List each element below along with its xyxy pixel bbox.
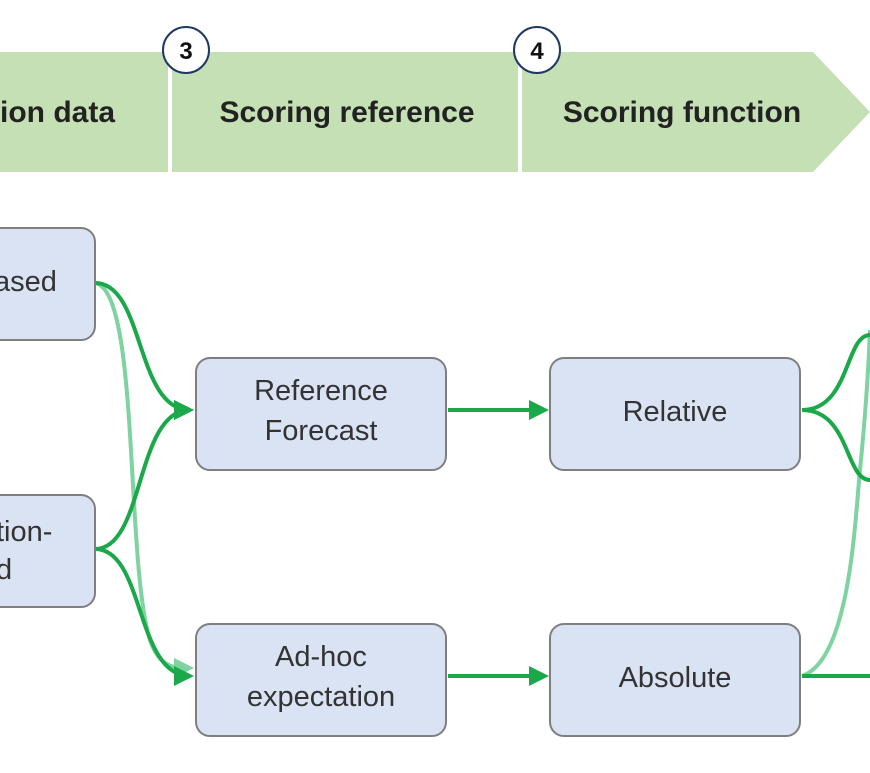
stage-number-badge-3 bbox=[162, 26, 210, 74]
header-divider-1 bbox=[168, 52, 172, 172]
stage-label-scoring-function: Scoring function bbox=[563, 96, 801, 129]
header-divider-2 bbox=[518, 52, 522, 172]
node-relative-label: Relative bbox=[623, 396, 728, 428]
node-reference-forecast-line1: Reference bbox=[254, 375, 388, 407]
connector-absolute-to-right-light bbox=[801, 329, 870, 678]
stage-label-scoring-reference: Scoring reference bbox=[219, 96, 474, 129]
node-left-bottom-label-line2: d bbox=[0, 554, 12, 586]
node-reference-forecast-line2: Forecast bbox=[265, 415, 378, 447]
stage-number-3: 3 bbox=[179, 38, 192, 65]
connector-relative-down bbox=[801, 408, 870, 482]
node-left-top bbox=[0, 227, 96, 341]
node-relative bbox=[549, 357, 801, 471]
node-left-top-label: ased bbox=[0, 266, 57, 298]
node-adhoc-expectation-line1: Ad-hoc bbox=[275, 641, 367, 673]
node-absolute bbox=[549, 623, 801, 737]
connector-top-to-reference bbox=[94, 281, 194, 420]
connector-bottom-to-reference bbox=[94, 400, 194, 551]
connector-bottom-to-adhoc bbox=[94, 547, 194, 686]
stage-number-4: 4 bbox=[530, 38, 544, 65]
stage-label-data: ion data bbox=[0, 96, 115, 129]
node-absolute-label: Absolute bbox=[619, 662, 732, 694]
node-reference-forecast bbox=[195, 357, 447, 471]
node-adhoc-expectation-line2: expectation bbox=[247, 681, 395, 713]
node-left-bottom-label-line1: tion- bbox=[0, 516, 52, 548]
connector-relative-up bbox=[801, 333, 870, 412]
stage-number-badge-4 bbox=[513, 26, 561, 74]
header-banner bbox=[0, 52, 870, 172]
node-left-bottom bbox=[0, 494, 96, 608]
node-adhoc-expectation bbox=[195, 623, 447, 737]
